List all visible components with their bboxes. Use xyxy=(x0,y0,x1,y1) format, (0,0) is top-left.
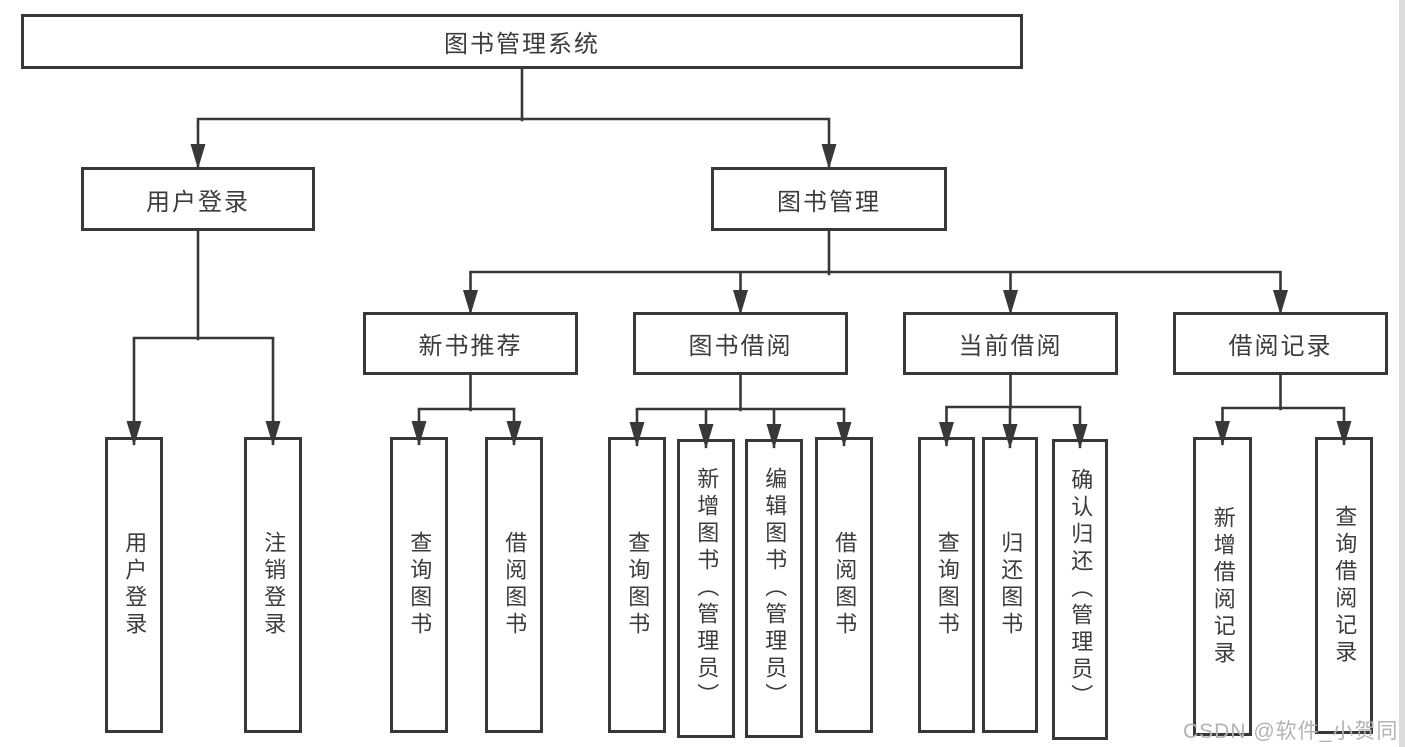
leaf-add-book-admin: 新增图书（管理员） xyxy=(677,439,735,738)
leaf-query-borrow-record-label: 查询借阅记录 xyxy=(1332,504,1358,667)
leaf-return-book-label: 归还图书 xyxy=(998,531,1024,639)
leaf-add-borrow-record: 新增借阅记录 xyxy=(1193,437,1252,736)
leaf-add-book-admin-label: 新增图书（管理员） xyxy=(694,467,720,710)
leaf-edit-book-admin-label: 编辑图书（管理员） xyxy=(762,467,788,710)
node-current-borrow-label: 当前借阅 xyxy=(958,333,1063,360)
leaf-borrow-book-newrec: 借阅图书 xyxy=(485,437,543,733)
leaf-add-borrow-record-label: 新增借阅记录 xyxy=(1210,505,1236,668)
node-root: 图书管理系统 xyxy=(21,14,1023,69)
right-edge-strip xyxy=(1399,0,1405,747)
leaf-query-borrow-record: 查询借阅记录 xyxy=(1315,437,1373,734)
leaf-borrow-book-borrow: 借阅图书 xyxy=(815,437,873,733)
leaf-confirm-return-admin-label: 确认归还（管理员） xyxy=(1068,468,1094,711)
leaf-borrow-book-newrec-label: 借阅图书 xyxy=(502,531,528,639)
node-user-login-label: 用户登录 xyxy=(146,188,250,216)
node-book-management: 图书管理 xyxy=(711,167,947,231)
leaf-query-book-borrow: 查询图书 xyxy=(608,437,666,733)
node-user-login: 用户登录 xyxy=(81,167,315,231)
node-book-management-label: 图书管理 xyxy=(777,188,881,216)
leaf-query-book-current-label: 查询图书 xyxy=(934,531,960,639)
leaf-user-login: 用户登录 xyxy=(105,437,163,733)
leaf-logout: 注销登录 xyxy=(244,437,302,733)
leaf-query-book-current: 查询图书 xyxy=(918,437,975,733)
leaf-user-login-label: 用户登录 xyxy=(122,531,148,639)
node-root-label: 图书管理系统 xyxy=(444,31,600,58)
watermark: CSDN @软件_小贺同学 xyxy=(1183,720,1405,743)
leaf-confirm-return-admin: 确认归还（管理员） xyxy=(1052,439,1108,740)
leaf-query-book-newrec: 查询图书 xyxy=(390,437,448,733)
leaf-borrow-book-borrow-label: 借阅图书 xyxy=(832,531,858,639)
node-book-borrow-label: 图书借阅 xyxy=(688,333,793,360)
node-borrow-records-label: 借阅记录 xyxy=(1228,333,1333,360)
leaf-query-book-borrow-label: 查询图书 xyxy=(625,531,651,639)
leaf-edit-book-admin: 编辑图书（管理员） xyxy=(745,439,803,738)
leaf-return-book: 归还图书 xyxy=(982,437,1038,733)
node-borrow-records: 借阅记录 xyxy=(1173,312,1388,375)
node-current-borrow: 当前借阅 xyxy=(903,312,1118,375)
node-book-borrow: 图书借阅 xyxy=(633,312,848,375)
leaf-query-book-newrec-label: 查询图书 xyxy=(407,531,433,639)
leaf-logout-label: 注销登录 xyxy=(261,531,287,639)
node-new-book-recommend: 新书推荐 xyxy=(363,312,578,375)
node-new-book-recommend-label: 新书推荐 xyxy=(418,333,523,360)
